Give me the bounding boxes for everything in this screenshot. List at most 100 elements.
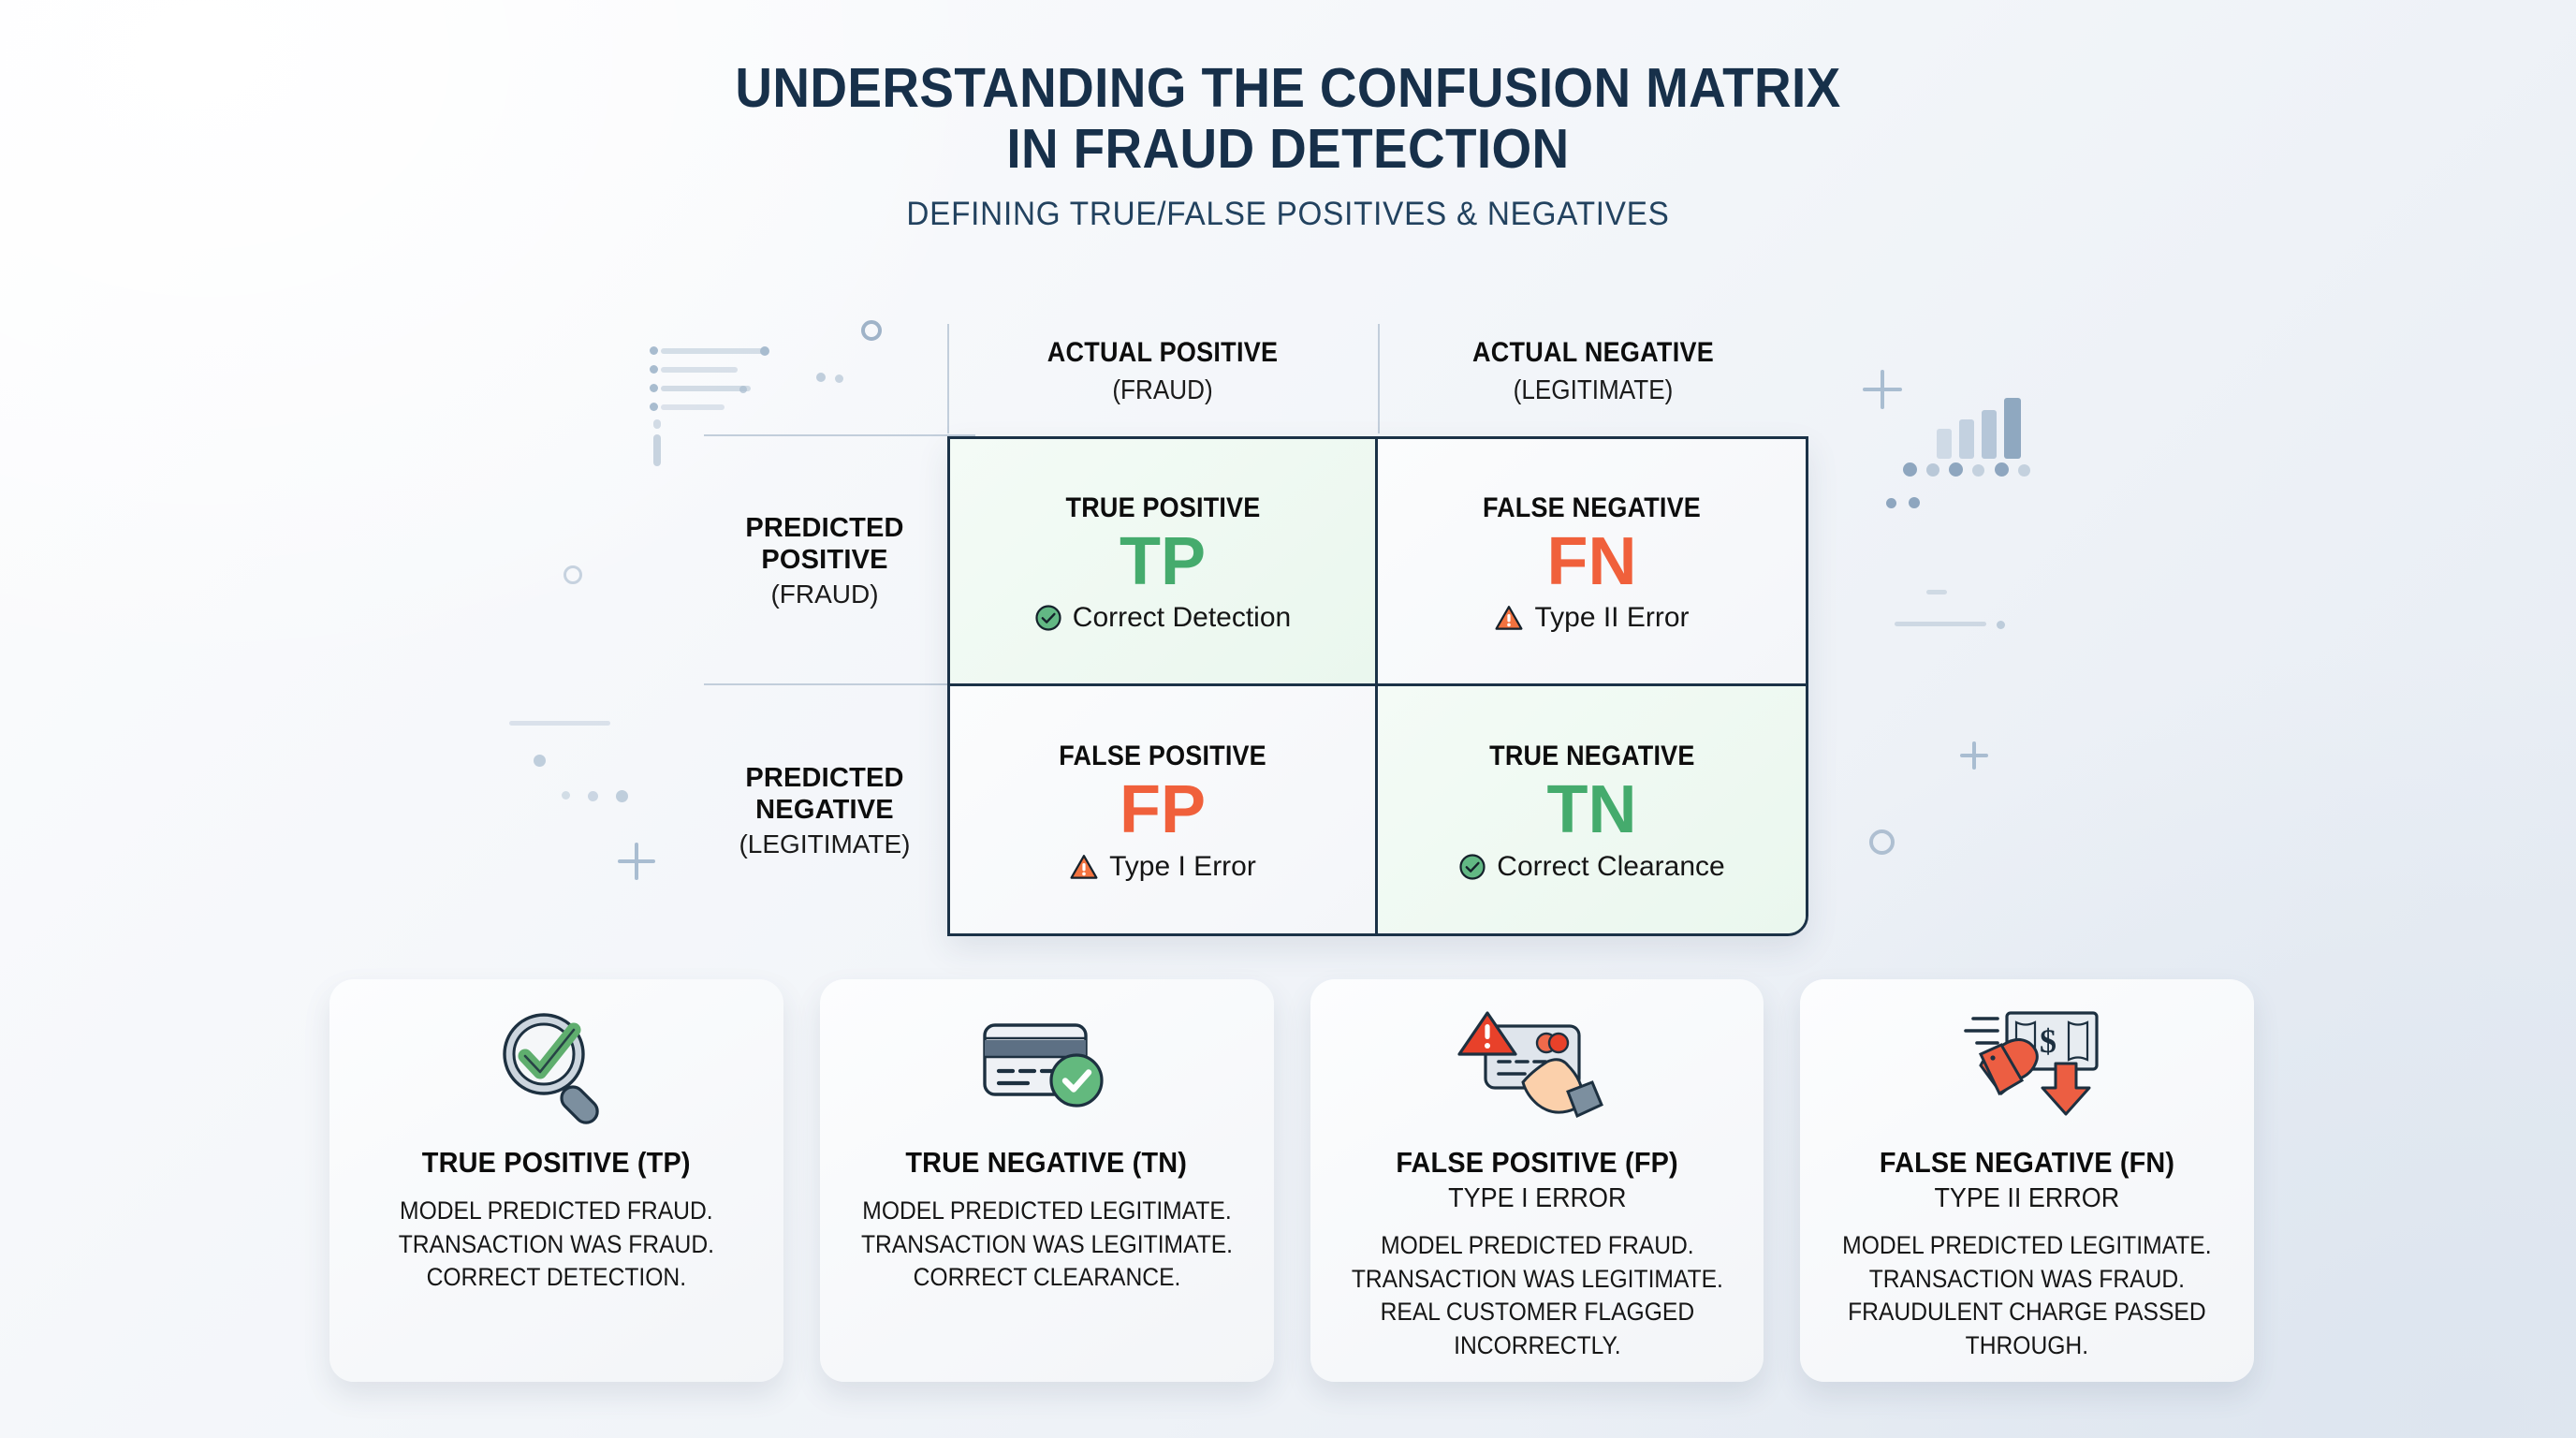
check-circle-icon bbox=[1459, 854, 1486, 880]
deco-dot bbox=[650, 403, 658, 411]
deco-plus-icon bbox=[1960, 741, 1988, 770]
deco-dot bbox=[562, 791, 570, 800]
row-header-sublabel: (Legitimate) bbox=[739, 829, 911, 859]
row-header-label: Predicted Positive bbox=[745, 512, 904, 575]
deco-line bbox=[653, 434, 661, 466]
deco-dot bbox=[1903, 462, 1917, 477]
row-header-predicted-negative: Predicted Negative (Legitimate) bbox=[704, 685, 945, 936]
definition-cards: True Positive (TP) Model predicted fraud… bbox=[329, 979, 2254, 1382]
matrix-row-divider bbox=[704, 683, 975, 685]
card-true-positive[interactable]: True Positive (TP) Model predicted fraud… bbox=[329, 979, 783, 1382]
deco-dot bbox=[1926, 463, 1939, 477]
deco-plus-icon bbox=[1863, 370, 1902, 409]
card-title: True Negative (TN) bbox=[905, 1146, 1188, 1179]
deco-line bbox=[653, 419, 661, 429]
cell-abbreviation: TN bbox=[1546, 772, 1637, 848]
matrix-cell-false-negative: False Negative FN Type II Error bbox=[1378, 439, 1806, 686]
deco-line bbox=[1926, 590, 1947, 594]
deco-bar-chart-bar bbox=[1937, 429, 1952, 459]
row-header-predicted-positive: Predicted Positive (Fraud) bbox=[704, 436, 945, 685]
card-false-positive[interactable]: False Positive (FP) Type I Error Model p… bbox=[1310, 979, 1764, 1382]
warning-triangle-icon bbox=[1495, 606, 1523, 630]
column-header-sublabel: (Fraud) bbox=[1112, 374, 1213, 405]
deco-bar-chart-bar bbox=[1959, 419, 1974, 459]
deco-dot bbox=[588, 791, 598, 801]
deco-ring bbox=[564, 565, 582, 584]
deco-dot bbox=[1886, 498, 1896, 508]
card-title: False Negative (FN) bbox=[1879, 1146, 2175, 1179]
cell-note: Type I Error bbox=[1069, 851, 1256, 883]
money-hand-down-arrow-icon: $ bbox=[1964, 1011, 2099, 1116]
row-header-sublabel: (Fraud) bbox=[770, 580, 879, 609]
cell-note-label: Type I Error bbox=[1109, 850, 1256, 882]
matrix-cell-true-negative: True Negative TN Correct Clearance bbox=[1378, 686, 1806, 933]
card-body: Model predicted legitimate. Transaction … bbox=[860, 1196, 1233, 1291]
column-header-actual-negative: Actual Negative (Legitimate) bbox=[1378, 309, 1808, 433]
deco-dot bbox=[1997, 621, 2005, 629]
svg-text:$: $ bbox=[2040, 1022, 2056, 1060]
deco-dot bbox=[1972, 464, 1984, 477]
page-title-line1: Understanding the Confusion Matrix bbox=[735, 57, 1841, 119]
cell-note: Type II Error bbox=[1494, 602, 1690, 634]
matrix-cell-true-positive: True Positive TP Correct Detection bbox=[950, 439, 1378, 686]
cell-note-label: Correct Detection bbox=[1072, 602, 1292, 634]
matrix-cell-false-positive: False Positive FP Type I Error bbox=[950, 686, 1378, 933]
deco-dot bbox=[534, 755, 546, 767]
matrix-grid: True Positive TP Correct Detection False… bbox=[947, 436, 1808, 936]
credit-card-check-icon bbox=[983, 1023, 1104, 1108]
page-title-line2: in Fraud Detection bbox=[1006, 117, 1570, 180]
card-title: True Positive (TP) bbox=[421, 1146, 691, 1179]
card-icon: $ bbox=[1945, 1005, 2109, 1125]
column-header-label: Actual Negative bbox=[1471, 336, 1715, 368]
card-subtitle: Type I Error bbox=[1447, 1183, 1627, 1213]
card-icon bbox=[1457, 1005, 1617, 1125]
cell-label: False Negative bbox=[1482, 492, 1702, 523]
deco-dot bbox=[616, 790, 628, 802]
card-title: False Positive (FP) bbox=[1396, 1146, 1678, 1179]
deco-ring bbox=[1869, 829, 1895, 855]
matrix-header-divider bbox=[947, 324, 949, 433]
column-header-sublabel: (Legitimate) bbox=[1513, 374, 1674, 405]
column-header-actual-positive: Actual Positive (Fraud) bbox=[947, 309, 1378, 433]
card-body: Model predicted fraud. Transaction was l… bbox=[1351, 1231, 1723, 1359]
cell-label: True Negative bbox=[1488, 741, 1695, 772]
cell-note: Correct Detection bbox=[1034, 602, 1291, 634]
card-hand-alert-icon bbox=[1457, 1011, 1603, 1119]
deco-dot bbox=[1995, 462, 2009, 477]
matrix-row-divider bbox=[704, 434, 975, 436]
deco-dot bbox=[650, 384, 658, 392]
deco-line bbox=[1895, 622, 1986, 626]
deco-plus-icon bbox=[618, 843, 655, 880]
card-icon bbox=[486, 1005, 626, 1125]
deco-dot bbox=[650, 365, 658, 374]
deco-dot bbox=[1949, 462, 1963, 477]
cell-abbreviation: FN bbox=[1546, 523, 1637, 599]
card-body: Model predicted fraud. Transaction was f… bbox=[398, 1196, 715, 1291]
card-subtitle: Type II Error bbox=[1934, 1183, 2120, 1213]
warning-triangle-icon bbox=[1070, 854, 1098, 879]
card-icon bbox=[972, 1005, 1121, 1125]
cell-note: Correct Clearance bbox=[1458, 850, 1725, 883]
card-false-negative[interactable]: $ False Negative (FN) Type II Error Mode… bbox=[1800, 979, 2254, 1382]
cell-note-label: Type II Error bbox=[1534, 602, 1690, 634]
row-header-label: Predicted Negative bbox=[745, 762, 904, 825]
matrix-header-divider bbox=[1378, 324, 1380, 433]
deco-line bbox=[509, 721, 610, 726]
page-subtitle: Defining True/False Positives & Negative… bbox=[906, 195, 1670, 232]
cell-abbreviation: TP bbox=[1119, 523, 1206, 599]
deco-bar-chart-bar bbox=[1982, 410, 1997, 459]
deco-plus-icon bbox=[618, 843, 655, 880]
card-true-negative[interactable]: True Negative (TN) Model predicted legit… bbox=[819, 979, 1274, 1382]
magnifier-check-icon bbox=[503, 1013, 600, 1124]
check-circle-icon bbox=[1035, 605, 1061, 631]
cell-note-label: Correct Clearance bbox=[1497, 850, 1725, 882]
deco-dot bbox=[1909, 497, 1920, 508]
cell-abbreviation: FP bbox=[1119, 772, 1206, 848]
cell-label: False Positive bbox=[1059, 741, 1266, 772]
page-header: Understanding the Confusion Matrix in Fr… bbox=[0, 58, 2576, 233]
card-body: Model predicted legitimate. Transaction … bbox=[1842, 1231, 2212, 1359]
deco-dot bbox=[650, 346, 658, 355]
deco-bar-chart-bar bbox=[2004, 398, 2021, 459]
cell-label: True Positive bbox=[1065, 492, 1260, 523]
confusion-matrix: Actual Positive (Fraud) Actual Negative … bbox=[704, 309, 1808, 946]
